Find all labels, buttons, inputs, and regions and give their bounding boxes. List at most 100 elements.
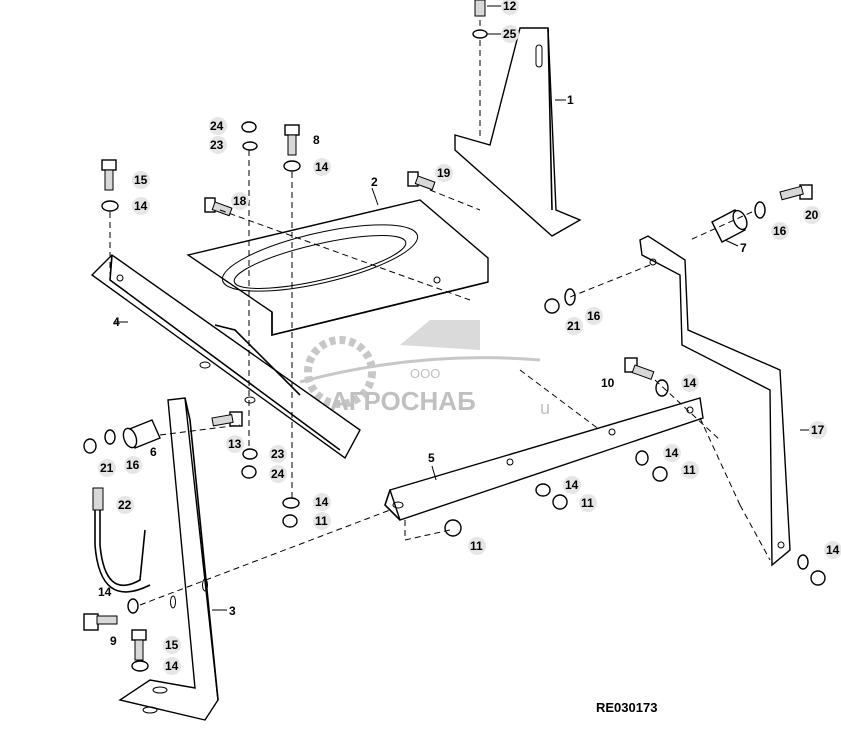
svg-text:11: 11 [315,514,328,528]
callout-25: 25 [501,25,519,43]
svg-text:6: 6 [150,445,157,459]
callout-2: 2 [371,175,378,189]
bolt-20 [779,184,813,201]
callout-14h: 14 [98,585,112,599]
svg-text:25: 25 [503,27,517,41]
callout-11b: 11 [579,494,597,512]
svg-text:24: 24 [210,119,224,133]
callout-8: 8 [313,133,320,147]
callout-24a: 24 [209,117,227,135]
callout-15a: 15 [132,171,150,189]
svg-text:23: 23 [210,138,224,152]
callout-leaders [115,5,812,611]
svg-text:14: 14 [565,478,579,492]
svg-text:7: 7 [740,241,747,255]
svg-text:12: 12 [503,0,517,13]
callout-16a: 16 [771,222,789,240]
callout-13: 13 [226,435,244,453]
part-7-spacer [711,209,748,243]
svg-text:24: 24 [271,467,285,481]
callout-3: 3 [229,604,236,618]
svg-text:5: 5 [428,451,435,465]
bolt-12 [474,0,486,17]
callout-23b: 23 [269,445,287,463]
part-4-angle-bar [90,254,361,460]
bolt-15b [131,629,147,661]
svg-text:14: 14 [826,543,840,557]
callout-10: 10 [601,376,615,390]
callout-11c: 11 [313,512,331,530]
svg-text:3: 3 [229,604,236,618]
part-17-z-bracket [639,235,791,567]
callout-14d: 14 [663,444,681,462]
callout-17: 17 [809,421,827,439]
svg-text:11: 11 [470,539,483,553]
callout-14a: 14 [313,158,331,176]
callout-19: 19 [435,164,453,182]
svg-text:1: 1 [567,93,574,107]
callout-16b: 16 [585,307,603,325]
callout-5: 5 [428,451,435,465]
bolt-10 [624,357,655,380]
callout-20: 20 [803,206,821,224]
bolts [83,0,813,661]
svg-text:10: 10 [601,376,615,390]
svg-text:19: 19 [437,166,451,180]
svg-text:16: 16 [773,224,787,238]
svg-text:14: 14 [315,495,329,509]
svg-text:15: 15 [165,638,179,652]
bolt-18 [204,197,233,217]
svg-text:16: 16 [126,458,140,472]
callout-22: 22 [116,496,134,514]
svg-text:18: 18 [233,194,247,208]
washers-and-nuts [83,29,826,672]
svg-text:9: 9 [110,634,117,648]
bolt-15a [101,159,117,191]
part-22-u-bolt [92,487,151,593]
assembly-lines [109,150,771,606]
callout-12: 12 [501,0,519,15]
svg-text:13: 13 [228,437,242,451]
watermark-company: ООО [410,366,440,381]
watermark-brand: АГРОСНАБ [330,386,476,416]
svg-text:20: 20 [805,208,819,222]
callouts: 12 25 1 24 23 8 14 15 14 2 19 18 20 16 7… [98,0,841,675]
bolt-8 [284,124,300,156]
svg-text:21: 21 [100,461,114,475]
part-2-mount-plate [186,199,489,337]
callout-14i: 14 [163,657,181,675]
svg-text:17: 17 [811,423,825,437]
callout-1: 1 [567,93,574,107]
callout-14c: 14 [681,374,699,392]
reference-code: RE030173 [596,700,657,715]
callout-14e: 14 [563,476,581,494]
callout-21b: 21 [98,459,116,477]
callout-23a: 23 [209,136,227,154]
svg-text:14: 14 [165,659,179,673]
svg-text:11: 11 [683,463,696,477]
svg-text:15: 15 [134,173,148,187]
bolt-19 [407,171,436,191]
callout-21a: 21 [565,317,583,335]
part-3-vertical-bracket [118,397,219,721]
callout-14f: 14 [313,493,331,511]
svg-text:14: 14 [134,199,148,213]
svg-text:14: 14 [315,160,329,174]
svg-text:2: 2 [371,175,378,189]
svg-text:4: 4 [113,315,120,329]
callout-7: 7 [740,241,747,255]
callout-14b: 14 [132,197,150,215]
bolt-13 [211,411,243,427]
svg-text:21: 21 [567,319,581,333]
callout-11d: 11 [468,537,486,555]
svg-text:14: 14 [683,376,697,390]
svg-text:11: 11 [581,496,594,510]
callout-24b: 24 [269,465,287,483]
callout-16c: 16 [124,456,142,474]
callout-15b: 15 [163,636,181,654]
svg-text:8: 8 [313,133,320,147]
callout-11a: 11 [681,461,699,479]
svg-text:14: 14 [98,585,112,599]
callout-9: 9 [110,634,117,648]
